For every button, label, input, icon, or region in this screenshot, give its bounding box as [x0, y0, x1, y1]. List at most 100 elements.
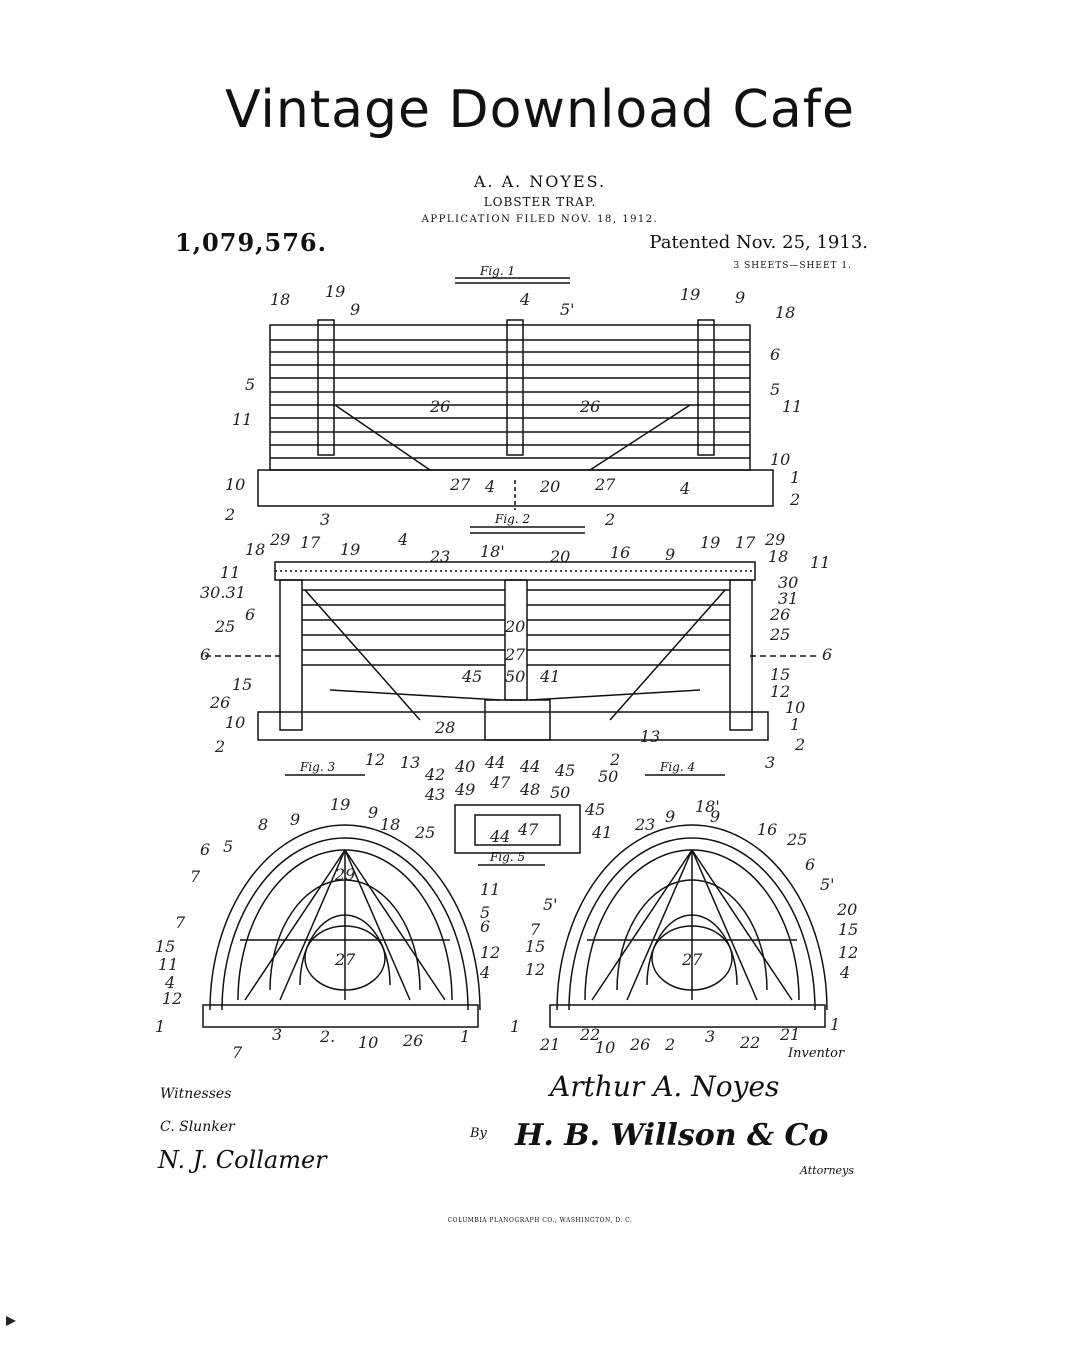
- svg-text:10: 10: [358, 1033, 378, 1052]
- svg-text:16: 16: [757, 820, 777, 839]
- svg-text:10: 10: [595, 1038, 615, 1057]
- svg-text:28: 28: [434, 718, 455, 737]
- fig5-bait-box: [454, 804, 581, 854]
- svg-text:7: 7: [530, 920, 541, 939]
- patented-date: Patented Nov. 25, 1913.: [649, 232, 868, 253]
- svg-text:1: 1: [460, 1027, 470, 1046]
- svg-text:4: 4: [479, 963, 490, 982]
- svg-text:25: 25: [214, 617, 235, 636]
- svg-text:5: 5: [223, 837, 233, 856]
- svg-text:15: 15: [155, 937, 175, 956]
- svg-text:20: 20: [836, 900, 857, 919]
- patent-filed-date: APPLICATION FILED NOV. 18, 1912.: [421, 214, 659, 225]
- svg-text:1: 1: [510, 1017, 520, 1036]
- svg-text:25: 25: [769, 625, 790, 644]
- svg-text:9: 9: [665, 807, 675, 826]
- witness-signature-1: C. Slunker: [160, 1119, 235, 1135]
- svg-text:2: 2: [794, 735, 805, 754]
- svg-text:4: 4: [679, 479, 690, 498]
- svg-text:50: 50: [598, 767, 618, 786]
- svg-text:44: 44: [484, 753, 505, 772]
- svg-text:6: 6: [200, 645, 210, 664]
- svg-text:48: 48: [519, 780, 540, 799]
- patent-title: LOBSTER TRAP.: [483, 195, 597, 209]
- watermark-title: Vintage Download Cafe: [224, 80, 856, 140]
- svg-text:21: 21: [779, 1025, 800, 1044]
- svg-text:10: 10: [785, 698, 805, 717]
- svg-text:49: 49: [454, 780, 475, 799]
- svg-text:11: 11: [232, 410, 252, 429]
- svg-text:19: 19: [700, 533, 720, 552]
- svg-text:19: 19: [340, 540, 360, 559]
- svg-text:9: 9: [710, 807, 720, 826]
- svg-text:1: 1: [830, 1015, 840, 1034]
- svg-text:44: 44: [519, 757, 540, 776]
- svg-text:20: 20: [549, 547, 570, 566]
- svg-text:5': 5': [543, 895, 558, 914]
- svg-text:6: 6: [805, 855, 815, 874]
- svg-text:27: 27: [681, 950, 703, 969]
- svg-text:7: 7: [232, 1043, 243, 1062]
- svg-text:25: 25: [414, 823, 435, 842]
- svg-text:15: 15: [770, 665, 790, 684]
- svg-text:7: 7: [190, 867, 201, 886]
- svg-text:2: 2: [604, 510, 615, 529]
- svg-text:11: 11: [810, 553, 830, 572]
- witness-signature-2: N. J. Collamer: [158, 1146, 327, 1174]
- patent-number: 1,079,576.: [175, 228, 327, 257]
- svg-text:19: 19: [330, 795, 350, 814]
- svg-text:3: 3: [272, 1025, 282, 1044]
- svg-text:22: 22: [579, 1025, 600, 1044]
- svg-text:12: 12: [480, 943, 500, 962]
- svg-text:18: 18: [775, 303, 795, 322]
- svg-text:10: 10: [225, 713, 245, 732]
- svg-text:13: 13: [640, 727, 660, 746]
- inventor-label: Inventor: [788, 1046, 845, 1061]
- svg-text:2: 2: [789, 490, 800, 509]
- svg-text:26: 26: [402, 1031, 423, 1050]
- svg-text:41: 41: [591, 823, 612, 842]
- svg-text:27: 27: [594, 475, 616, 494]
- svg-text:18: 18: [270, 290, 290, 309]
- svg-text:16: 16: [610, 543, 630, 562]
- svg-text:9: 9: [290, 810, 300, 829]
- svg-text:15: 15: [232, 675, 252, 694]
- svg-text:4: 4: [519, 290, 530, 309]
- svg-text:44: 44: [489, 827, 510, 846]
- svg-text:10: 10: [225, 475, 245, 494]
- svg-text:15: 15: [838, 920, 858, 939]
- svg-text:5: 5: [480, 903, 490, 922]
- attorney-signature: H. B. Willson & Co: [515, 1118, 829, 1153]
- svg-text:3: 3: [705, 1027, 715, 1046]
- svg-text:6: 6: [822, 645, 832, 664]
- svg-text:25: 25: [786, 830, 807, 849]
- svg-text:45: 45: [554, 761, 575, 780]
- fig2-label: Fig. 2: [495, 512, 531, 526]
- svg-text:12: 12: [838, 943, 858, 962]
- svg-text:50: 50: [505, 667, 525, 686]
- svg-text:4: 4: [164, 973, 175, 992]
- svg-text:5: 5: [245, 375, 255, 394]
- svg-text:6: 6: [480, 917, 490, 936]
- svg-text:1: 1: [790, 468, 800, 487]
- patent-inventor: A. A. NOYES.: [473, 172, 607, 191]
- svg-text:50: 50: [550, 783, 570, 802]
- svg-text:5: 5: [770, 380, 780, 399]
- svg-text:6: 6: [770, 345, 780, 364]
- svg-text:7: 7: [175, 913, 186, 932]
- svg-text:18': 18': [695, 797, 720, 816]
- svg-text:12: 12: [365, 750, 385, 769]
- svg-text:31: 31: [778, 589, 798, 608]
- svg-text:2: 2: [224, 505, 235, 524]
- svg-text:12: 12: [770, 682, 790, 701]
- svg-text:18: 18: [245, 540, 265, 559]
- svg-text:4: 4: [484, 477, 495, 496]
- svg-text:18: 18: [768, 547, 788, 566]
- svg-text:18: 18: [380, 815, 400, 834]
- svg-text:12: 12: [525, 960, 545, 979]
- svg-text:2: 2: [664, 1035, 675, 1054]
- svg-text:42: 42: [424, 765, 445, 784]
- fig1-trap-elevation: [257, 319, 774, 510]
- svg-text:6: 6: [245, 605, 255, 624]
- svg-text:47: 47: [517, 820, 539, 839]
